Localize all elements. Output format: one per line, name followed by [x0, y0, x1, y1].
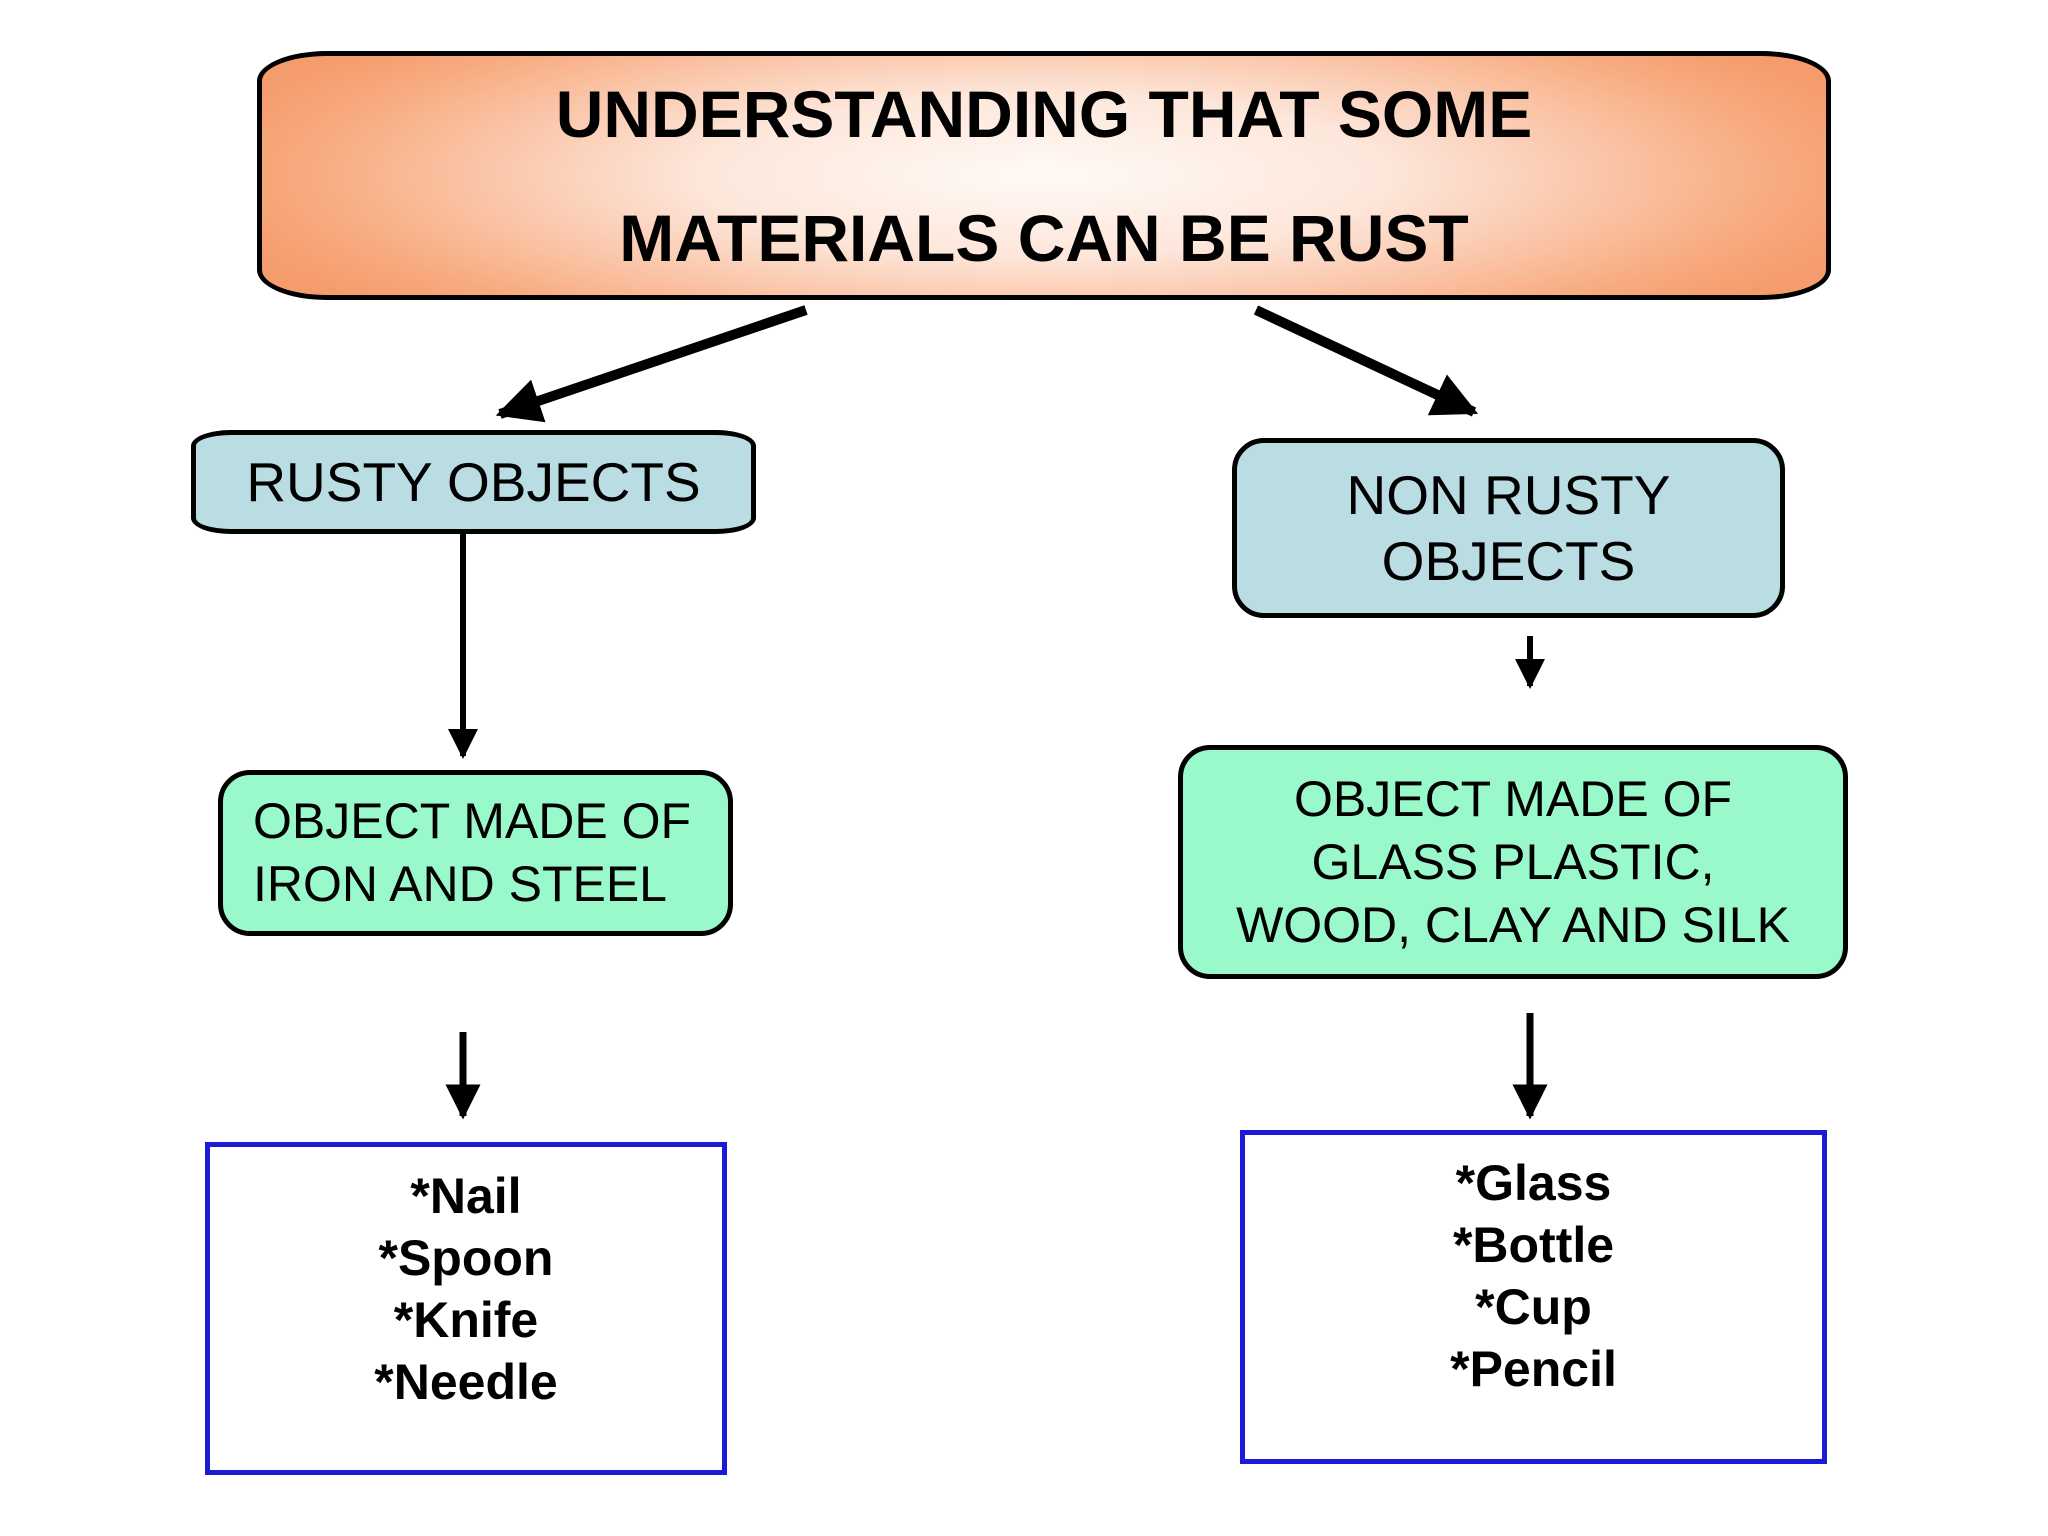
arrow-title-to-rusty	[495, 305, 808, 423]
rusty-example-item: *Needle	[374, 1354, 558, 1410]
rusty-material-line-1: OBJECT MADE OF	[253, 793, 692, 849]
rusty-objects-box: RUSTY OBJECTS	[191, 430, 756, 534]
non-rusty-material-line-3: WOOD, CLAY AND SILK	[1236, 896, 1790, 953]
rusty-example-item: *Knife	[393, 1292, 539, 1348]
title-line-1: UNDERSTANDING THAT SOME	[555, 76, 1533, 151]
non-rusty-material-line-1: OBJECT MADE OF	[1293, 770, 1732, 827]
rusty-examples-box: *Nail *Spoon *Knife *Needle	[205, 1142, 727, 1475]
rusty-objects-label: RUSTY OBJECTS	[246, 451, 701, 513]
non-rusty-material-box: OBJECT MADE OF GLASS PLASTIC, WOOD, CLAY…	[1178, 745, 1848, 979]
non-rusty-example-item: *Cup	[1475, 1279, 1592, 1335]
non-rusty-label-line-1: NON RUSTY	[1346, 464, 1671, 526]
non-rusty-material-line-2: GLASS PLASTIC,	[1311, 833, 1715, 890]
non-rusty-examples-box: *Glass *Bottle *Cup *Pencil	[1240, 1130, 1827, 1464]
non-rusty-example-item: *Pencil	[1450, 1341, 1617, 1397]
title-line-2: MATERIALS CAN BE RUST	[619, 200, 1469, 275]
rusty-material-box: OBJECT MADE OF IRON AND STEEL	[218, 770, 733, 936]
rusty-example-item: *Nail	[410, 1168, 522, 1224]
non-rusty-example-item: *Bottle	[1452, 1217, 1615, 1273]
title-box: UNDERSTANDING THAT SOME MATERIALS CAN BE…	[257, 51, 1831, 300]
rusty-material-line-2: IRON AND STEEL	[253, 856, 667, 912]
rusty-example-item: *Spoon	[378, 1230, 554, 1286]
non-rusty-label-line-2: OBJECTS	[1381, 530, 1636, 592]
non-rusty-example-item: *Glass	[1455, 1155, 1612, 1211]
arrow-title-to-nonrusty	[1253, 305, 1479, 417]
non-rusty-objects-box: NON RUSTY OBJECTS	[1232, 438, 1785, 618]
